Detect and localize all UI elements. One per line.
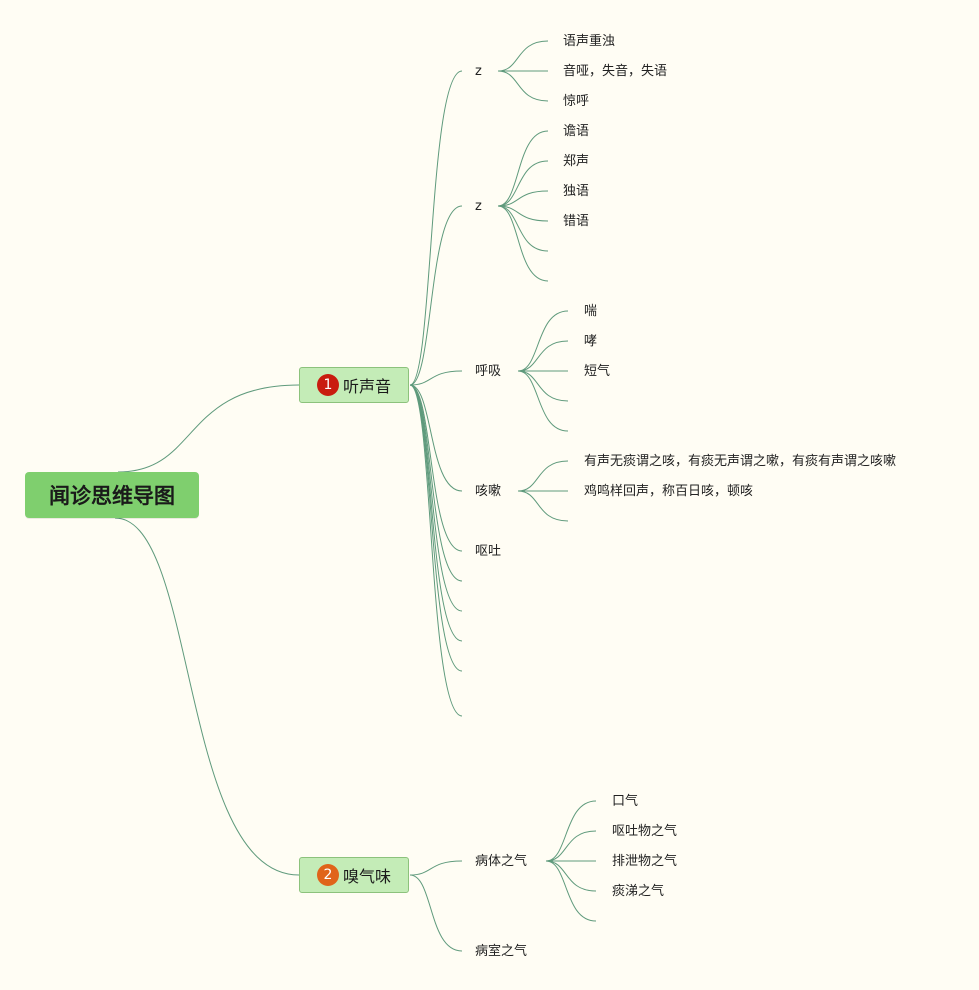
leaf-item[interactable]: 郑声 [563, 154, 590, 169]
branch-smell-odor[interactable]: 2 嗅气味 [299, 857, 409, 893]
subtopic-cough[interactable]: 咳嗽 [475, 484, 502, 499]
connector-root-branch2 [114, 517, 300, 876]
subtopic-patient-odor[interactable]: 病体之气 [475, 854, 528, 869]
connector-odor-leaf-3 [545, 860, 597, 892]
connector-speech-leaf-3 [497, 205, 549, 222]
leaf-item[interactable]: 哮 [584, 334, 598, 349]
connector-branch1-child-4 [409, 384, 463, 552]
connector-speech-leaf-2 [497, 190, 549, 207]
branch-label: 嗅气味 [342, 867, 391, 886]
subtopic-speech[interactable]: z [475, 199, 482, 214]
branch-listen-sound[interactable]: 1 听声音 [299, 367, 409, 403]
connector-branch1-child-0 [409, 70, 463, 386]
leaf-item[interactable]: 呕吐物之气 [612, 824, 678, 839]
subtopic-voice[interactable]: z [475, 64, 482, 79]
connector-branch1-child-2 [409, 370, 463, 386]
branch-label: 听声音 [342, 377, 391, 396]
priority-1-icon: 1 [316, 374, 339, 396]
connector-cough-leaf-0 [517, 460, 569, 492]
leaf-item[interactable]: 排泄物之气 [612, 854, 678, 869]
leaf-item[interactable]: 错语 [563, 214, 590, 229]
leaf-item[interactable]: 痰涕之气 [612, 884, 665, 899]
leaf-item[interactable]: 语声重浊 [563, 34, 616, 49]
connector-voice-leaf-0 [497, 40, 549, 72]
connector-cough-leaf-2 [517, 490, 569, 522]
leaf-item[interactable]: 惊呼 [563, 94, 590, 109]
connector-speech-leaf-1 [497, 160, 549, 207]
connector-branch2-child-1 [409, 874, 463, 952]
connector-breathing-leaf-1 [517, 340, 569, 372]
connector-branch1-child-3 [409, 384, 463, 492]
leaf-item[interactable]: 短气 [584, 364, 611, 379]
connector-breathing-leaf-3 [517, 370, 569, 402]
subtopic-vomit[interactable]: 呕吐 [475, 544, 502, 559]
connector-speech-leaf-4 [497, 205, 549, 252]
connector-voice-leaf-2 [497, 70, 549, 102]
leaf-item[interactable]: 谵语 [563, 124, 590, 139]
leaf-item[interactable]: 独语 [563, 184, 590, 199]
connector-root-branch1 [117, 384, 300, 473]
subtopic-breathing[interactable]: 呼吸 [475, 364, 502, 379]
leaf-item[interactable]: 音哑，失音，失语 [563, 64, 668, 79]
connector-breathing-leaf-4 [517, 370, 569, 432]
subtopic-room-odor[interactable]: 病室之气 [475, 944, 528, 959]
connector-odor-leaf-0 [545, 800, 597, 862]
leaf-item[interactable]: 鸡鸣样回声，称百日咳，顿咳 [584, 484, 754, 499]
leaf-item[interactable]: 喘 [584, 304, 598, 319]
leaf-item[interactable]: 口气 [612, 794, 639, 809]
root-topic[interactable]: 闻诊思维导图 [25, 472, 199, 518]
connector-branch1-child-5 [409, 384, 463, 582]
connector-breathing-leaf-0 [517, 310, 569, 372]
priority-2-icon: 2 [316, 864, 339, 886]
connector-odor-leaf-4 [545, 860, 597, 922]
connector-speech-leaf-5 [497, 205, 549, 282]
connector-odor-leaf-1 [545, 830, 597, 862]
connector-branch1-child-1 [409, 205, 463, 386]
leaf-item[interactable]: 有声无痰谓之咳，有痰无声谓之嗽，有痰有声谓之咳嗽 [584, 454, 897, 469]
connector-branch1-child-9 [409, 384, 463, 717]
connector-branch2-child-0 [409, 860, 463, 876]
connector-speech-leaf-0 [497, 130, 549, 207]
root-topic-label: 闻诊思维导图 [49, 484, 175, 508]
